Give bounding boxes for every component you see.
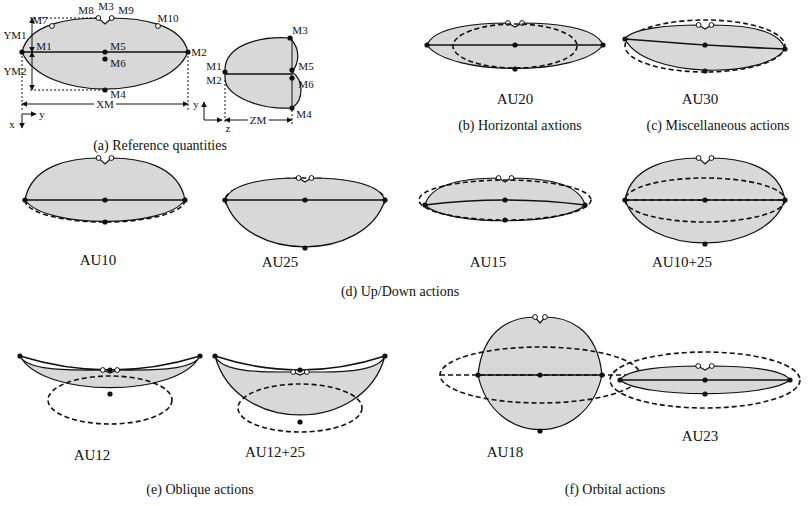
- panel-caption: (b) Horizontal axtions: [458, 119, 582, 133]
- point-label: M5: [298, 61, 313, 72]
- guide-line: [188, 56, 189, 110]
- point-label: M9: [118, 5, 133, 16]
- lip-shape: [17, 353, 202, 396]
- guide-line: [22, 114, 23, 128]
- point-label: M10: [158, 13, 179, 24]
- guide-line: [625, 199, 785, 201]
- reference-outline: [625, 20, 785, 72]
- point-label: y: [193, 99, 199, 110]
- point-label: ZM: [248, 115, 269, 126]
- reference-outline: [238, 384, 362, 432]
- reference-outline: [419, 180, 591, 220]
- guide-line: [204, 120, 222, 121]
- point-label: M2: [206, 75, 221, 86]
- point-label: M4: [296, 109, 311, 120]
- action-unit-label: AU12: [74, 448, 111, 463]
- guide-line: [32, 18, 33, 52]
- lip-profile: [225, 38, 301, 108]
- point-label: YM1: [3, 30, 26, 41]
- lip-shape: [222, 176, 387, 251]
- point-label: M3: [292, 25, 307, 36]
- point-label: M1: [36, 41, 51, 52]
- action-unit-label: AU12+25: [245, 445, 305, 460]
- action-unit-label: AU30: [682, 92, 719, 107]
- point-label: M7: [32, 15, 47, 26]
- guide-line: [32, 52, 33, 90]
- guide-line: [30, 90, 105, 91]
- lip-shape: [617, 364, 792, 397]
- action-unit-label: AU25: [262, 255, 299, 270]
- lip-shape: [212, 353, 387, 424]
- lip-shape: [22, 156, 187, 225]
- point-label: y: [39, 109, 45, 120]
- reference-outline: [440, 347, 640, 403]
- guide-line: [292, 110, 293, 124]
- panel-caption: (c) Miscellaneous actions: [646, 119, 789, 133]
- action-unit-label: AU20: [497, 92, 534, 107]
- guide-line: [22, 56, 23, 110]
- point-label: z: [226, 123, 231, 134]
- panel-caption: (e) Oblique actions: [146, 483, 253, 497]
- point-label: M6: [110, 58, 125, 69]
- point-label: M2: [191, 47, 206, 58]
- guide-line: [22, 114, 36, 115]
- reference-outline: [48, 376, 172, 424]
- panel-caption: (a) Reference quantities: [93, 139, 227, 153]
- action-unit-label: AU15: [470, 255, 507, 270]
- reference-outline: [610, 352, 800, 408]
- action-unit-label: AU10: [80, 253, 117, 268]
- point-label: XM: [94, 99, 116, 110]
- action-unit-label: AU23: [682, 429, 719, 444]
- guide-line: [440, 374, 640, 376]
- lip-shape: [622, 156, 787, 247]
- action-unit-label: AU10+25: [652, 255, 712, 270]
- guide-line: [292, 38, 293, 108]
- point-label: M1: [206, 61, 221, 72]
- action-unit-label: AU18: [487, 445, 524, 460]
- guide-line: [225, 80, 226, 124]
- point-label: YM2: [3, 66, 26, 77]
- panel-caption: (d) Up/Down actions: [341, 285, 459, 299]
- guide-line: [225, 73, 292, 75]
- reference-outline: [453, 24, 577, 68]
- lip-shape: [622, 23, 787, 74]
- reference-outline: [625, 178, 785, 222]
- panel-caption: (f) Orbital actions: [565, 483, 665, 497]
- point-label: M6: [298, 79, 313, 90]
- point-label: M3: [98, 1, 113, 12]
- point-label: M8: [78, 5, 93, 16]
- point-label: x: [9, 119, 15, 130]
- point-label: M5: [110, 41, 125, 52]
- lip-shape: [424, 21, 605, 72]
- lip-shape: [475, 315, 604, 434]
- guide-line: [204, 102, 205, 120]
- lip-shape: [19, 16, 190, 93]
